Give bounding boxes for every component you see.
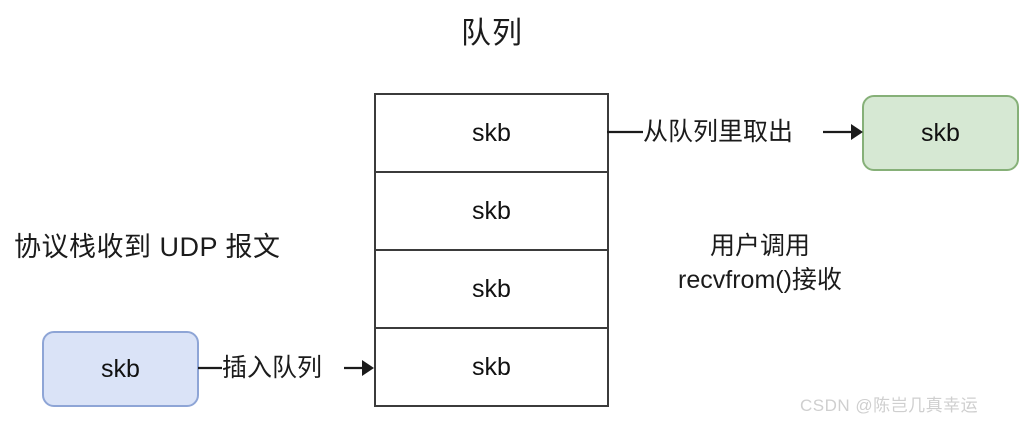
queue-cell: skb (376, 329, 607, 405)
enqueue-arrow-label: 插入队列 (222, 354, 323, 382)
queue-cell: skb (376, 173, 607, 251)
incoming-skb-box: skb (42, 331, 199, 407)
skb-queue: skb skb skb skb (374, 93, 609, 407)
watermark: CSDN @陈岂几真幸运 (800, 396, 979, 415)
queue-cell: skb (376, 251, 607, 329)
user-call-note-line1: 用户调用 (709, 232, 810, 260)
dequeue-arrow-label: 从队列里取出 (643, 118, 794, 146)
diagram-title: 队列 (461, 17, 523, 50)
dequeue-arrow (607, 124, 863, 140)
user-call-note-line2: recvfrom()接收 (678, 266, 842, 294)
protocol-stack-note: 协议栈收到 UDP 报文 (14, 232, 281, 262)
outgoing-skb-box: skb (862, 95, 1019, 171)
arrow-head-icon (851, 124, 863, 140)
arrow-head-icon (362, 360, 374, 376)
queue-cell: skb (376, 95, 607, 173)
enqueue-arrow (198, 360, 374, 376)
user-call-note: 用户调用 recvfrom()接收 (640, 229, 880, 297)
